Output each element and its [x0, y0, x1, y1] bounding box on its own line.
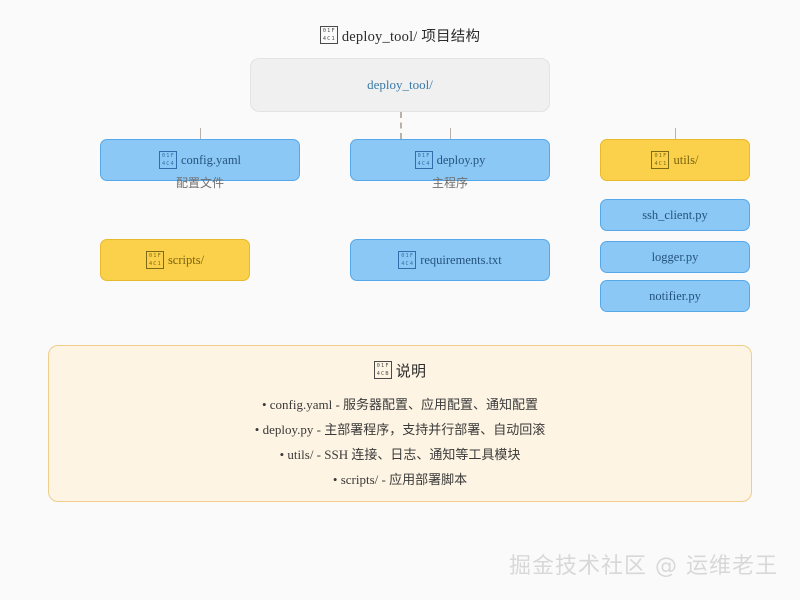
- connector-tick-utils: [675, 128, 676, 140]
- node-requirements-txt-label: requirements.txt: [420, 252, 502, 267]
- folder-icon-row-2: 4C1: [322, 35, 336, 42]
- file-icon-row-1: 01F: [401, 253, 415, 259]
- node-utils-label: utils/: [673, 152, 699, 167]
- node-config-yaml-caption: 配置文件: [175, 176, 224, 190]
- file-icon-row-2: 4C4: [161, 160, 175, 167]
- legend-line: • utils/ - SSH 连接、日志、通知等工具模块: [279, 447, 521, 462]
- connector-tick-config-yaml: [200, 128, 201, 140]
- folder-icon-row-2: 4C1: [654, 160, 668, 167]
- node-root-label: deploy_tool/: [367, 77, 433, 92]
- watermark: 掘金技术社区 @ 运维老王: [509, 554, 778, 579]
- node-logger-py-label: logger.py: [651, 249, 699, 264]
- node-deploy-py-caption: 主程序: [431, 176, 468, 190]
- legend-title-text: 说明: [395, 364, 427, 380]
- node-logger-py[interactable]: logger.py: [600, 241, 750, 273]
- clipboard-icon-row-1: 01F: [376, 363, 390, 369]
- node-root-deploy-tool[interactable]: deploy_tool/: [250, 58, 550, 112]
- connector-tick-deploy-py: [450, 128, 451, 140]
- clipboard-icon-row-2: 4CB: [376, 370, 390, 377]
- file-icon-row-2: 4C4: [401, 260, 415, 267]
- folder-icon-row-1: 01F: [654, 153, 668, 159]
- legend-line: • scripts/ - 应用部署脚本: [332, 472, 468, 487]
- connector-root-to-deploy-py: [400, 112, 402, 139]
- node-ssh-client-py-label: ssh_client.py: [642, 207, 708, 222]
- file-icon-row-1: 01F: [161, 153, 175, 159]
- folder-icon-row-1: 01F: [148, 253, 162, 259]
- node-config-yaml-label: config.yaml: [180, 152, 242, 167]
- file-icon-row-1: 01F: [417, 153, 431, 159]
- legend-line: • deploy.py - 主部署程序，支持并行部署、自动回滚: [254, 422, 546, 437]
- node-notifier-py-label: notifier.py: [649, 288, 701, 303]
- file-icon-row-2: 4C4: [417, 160, 431, 167]
- node-notifier-py[interactable]: notifier.py: [600, 280, 750, 312]
- legend-line: • config.yaml - 服务器配置、应用配置、通知配置: [261, 397, 539, 412]
- folder-icon-row-1: 01F: [322, 28, 336, 34]
- folder-icon-row-2: 4C1: [148, 260, 162, 267]
- node-ssh-client-py[interactable]: ssh_client.py: [600, 199, 750, 231]
- page-title-text: deploy_tool/ 项目结构: [341, 29, 481, 45]
- node-deploy-py-label: deploy.py: [436, 152, 486, 167]
- node-scripts-label: scripts/: [167, 252, 205, 267]
